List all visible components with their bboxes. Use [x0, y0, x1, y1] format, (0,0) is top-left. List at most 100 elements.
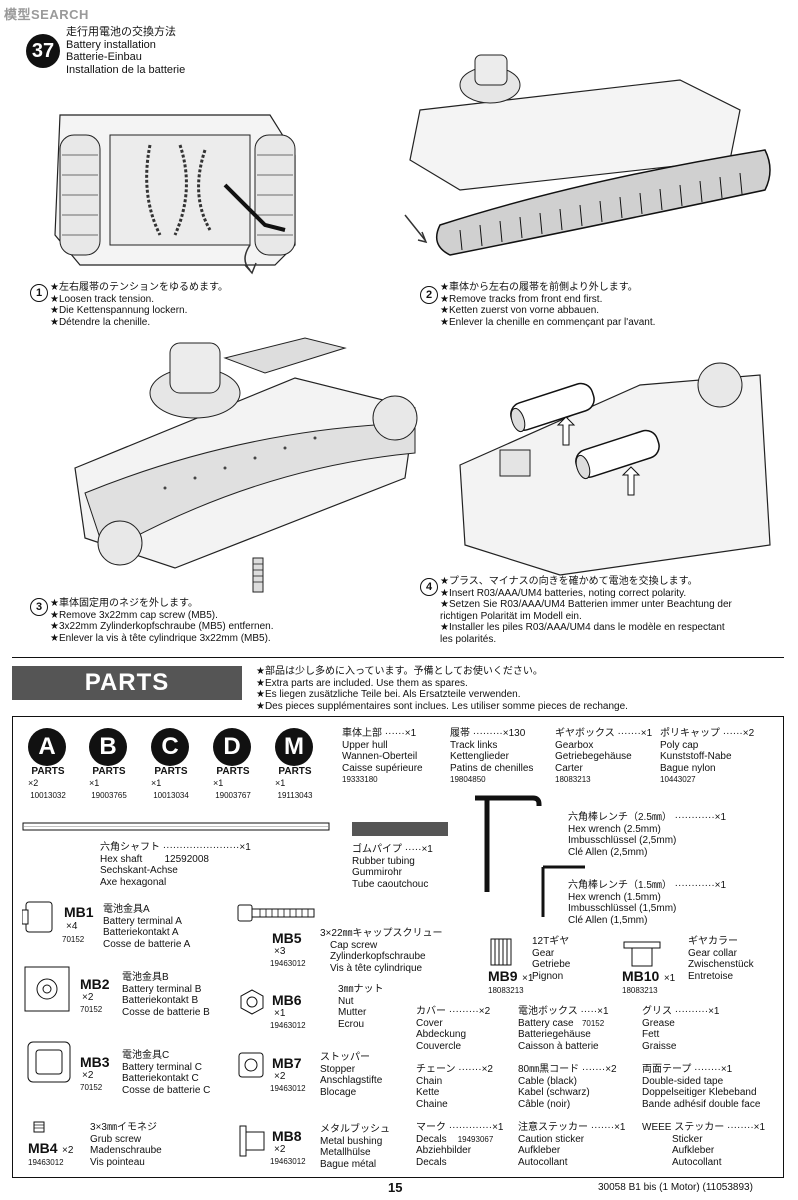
part-name-de: Getriebegehäuse [555, 751, 632, 762]
runner-a: A PARTS ×2 10013032 [28, 728, 68, 801]
mb4-code: 19463012 [28, 1158, 64, 1167]
part-name-de: Kunststoff-Nabe [660, 751, 732, 762]
part-jp: 電池ボックス [518, 1006, 578, 1017]
metal-bushing-drawing [239, 1125, 265, 1157]
part-hex-wrench-2-5: 六角棒レンチ（2.5㎜） ············×1 Hex wrench (… [568, 812, 727, 858]
step-title-jp: 走行用電池の交換方法 [66, 26, 176, 38]
part-jp: 80㎜黒コード [518, 1064, 580, 1075]
part-name-fr: Vis à tête cylindrique [330, 962, 423, 974]
part-name-en: Grease [642, 1017, 675, 1029]
instruction-line: ★Remove 3x22mm cap screw (MB5). [50, 609, 218, 621]
runner-qty: ×1 [151, 778, 162, 788]
part-jp: 両面テープ [642, 1064, 692, 1075]
part-name-fr: Axe hexagonal [100, 876, 167, 888]
cap-screw-drawing [237, 904, 315, 922]
part-name-de: Fett [642, 1029, 660, 1040]
step-number: 37 [26, 34, 60, 68]
part-qty: ×130 [502, 728, 526, 739]
part-cover: カバー ·········×2 Cover Abdeckung Couvercl… [416, 1006, 491, 1052]
part-name-de: Kettenglieder [450, 751, 509, 762]
part-mb3: 電池金具C Battery terminal C Batteriekontakt… [122, 1050, 210, 1096]
instruction-3-number: 3 [30, 598, 48, 616]
part-qty: ×1 [714, 812, 727, 823]
part-name-de: Abziehbilder [416, 1145, 472, 1156]
part-name-en: Battery terminal B [122, 983, 202, 995]
part-name-en: Grub screw [90, 1133, 142, 1145]
part-name-en: Double-sided tape [642, 1075, 724, 1087]
part-name-de: Batteriekontakt B [122, 995, 199, 1006]
part-name-de: Sechskant-Achse [100, 865, 178, 876]
part-name-de: Imbusschlüssel (1,5mm) [568, 903, 677, 914]
runner-code: 10013032 [30, 790, 66, 800]
part-qty: ×1 [708, 1006, 720, 1017]
part-name-fr: Couvercle [416, 1040, 462, 1052]
part-jp: カバー [416, 1006, 446, 1017]
runner-qty: ×1 [275, 778, 286, 788]
part-jp: ギヤボックス [555, 728, 615, 739]
part-name-fr: Pignon [532, 970, 564, 982]
instruction-line: ★Setzen Sie R03/AAA/UM4 Batterien immer … [440, 599, 732, 610]
instruction-line: ★Détendre la chenille. [50, 316, 151, 328]
part-mb4: 3×3㎜イモネジ Grub screw Madenschraube Vis po… [90, 1122, 162, 1168]
parts-title: PARTS [12, 666, 242, 700]
part-name-de: Getriebe [532, 959, 571, 970]
runner-letter: D [213, 728, 251, 766]
parts-note: ★部品は少し多めに入っています。予備としてお使いください。 [256, 666, 543, 677]
part-code: 19804850 [450, 775, 486, 784]
mb6-code: 19463012 [270, 1021, 306, 1030]
part-name-de: Wannen-Oberteil [342, 751, 418, 762]
instruction-2-number: 2 [420, 286, 438, 304]
runner-letter: A [28, 728, 66, 766]
runner-letter: M [275, 728, 313, 766]
part-name-en: Chain [416, 1075, 443, 1087]
runner-label: PARTS [154, 766, 188, 777]
mb3-id: MB3 [80, 1054, 110, 1070]
mb2-qty: ×2 [82, 992, 94, 1003]
part-decals: マーク ·············×1 Decals 19493067 Abzi… [416, 1122, 504, 1168]
instruction-line: richtigen Polarität im Modell ein. [440, 610, 582, 622]
instruction-line: ★プラス、マイナスの向きを確かめて電池を交換します。 [440, 576, 698, 587]
part-name-en: Hex shaft [100, 853, 143, 865]
runner-code: 19003767 [215, 790, 251, 800]
part-name-en: Rubber tubing [352, 855, 415, 867]
part-mb1: 電池金具A Battery terminal A Batteriekontakt… [103, 904, 190, 950]
part-name-fr: Entretoise [688, 970, 734, 982]
part-name-fr: Cosse de batterie B [122, 1006, 210, 1018]
part-qty: ×1 [421, 844, 433, 855]
part-name-en: Hex wrench (1.5mm) [568, 891, 661, 903]
instruction-line: ★Enlever la vis à tête cylindrique 3x22m… [50, 632, 271, 644]
part-name-de: Aufkleber [672, 1145, 715, 1156]
part-code: 12592008 [164, 853, 209, 865]
part-name-de: Imbusschlüssel (2,5mm) [568, 835, 677, 846]
gear-collar-drawing [623, 941, 661, 967]
mb10-code: 18083213 [622, 986, 658, 995]
part-mb2: 電池金具B Battery terminal B Batteriekontakt… [122, 972, 210, 1018]
part-jp: 12Tギヤ [532, 936, 570, 947]
part-name-fr: Chaine [416, 1098, 448, 1110]
part-cable: 80㎜黒コード ·······×2 Cable (black) Kabel (s… [518, 1064, 617, 1110]
part-double-sided-tape: 両面テープ ········×1 Double-sided tape Doppe… [642, 1064, 761, 1110]
mb3-code: 70152 [80, 1083, 103, 1092]
part-name-en: Gearbox [555, 739, 594, 751]
part-code: 10443027 [660, 775, 696, 784]
part-name-fr: Decals [416, 1156, 447, 1168]
part-name-de: Gummirohr [352, 867, 403, 878]
part-name-de: Abdeckung [416, 1029, 467, 1040]
instruction-line: ★Installer les piles R03/AAA/UM4 dans le… [440, 622, 725, 633]
part-name-fr: Caisson à batterie [518, 1040, 599, 1052]
instruction-line: ★Loosen track tension. [50, 293, 155, 305]
mb2-code: 70152 [80, 1005, 103, 1014]
instruction-line: les polarités. [440, 633, 497, 645]
runner-list: A PARTS ×2 10013032 B PARTS ×1 19003765 … [28, 728, 328, 808]
part-jp: チェーン [416, 1064, 456, 1075]
part-battery-case: 電池ボックス ·····×1 Battery case 70152 Batter… [518, 1006, 609, 1052]
instruction-line: ★Insert R03/AAA/UM4 batteries, noting co… [440, 587, 687, 599]
mb8-qty: ×2 [274, 1144, 286, 1155]
part-hex-shaft: 六角シャフト ·······················×1 Hex sha… [100, 842, 251, 888]
runner-d: D PARTS ×1 19003767 [213, 728, 253, 801]
mb6-qty: ×1 [274, 1008, 286, 1019]
part-name-fr: Tube caoutchouc [352, 878, 429, 890]
part-jp: 電池金具B [122, 972, 169, 983]
footer-product-code: 30058 B1 bis (1 Motor) (11053893) [598, 1182, 753, 1193]
parts-note: ★Es liegen zusätzliche Teile bei. Als Er… [256, 689, 521, 700]
